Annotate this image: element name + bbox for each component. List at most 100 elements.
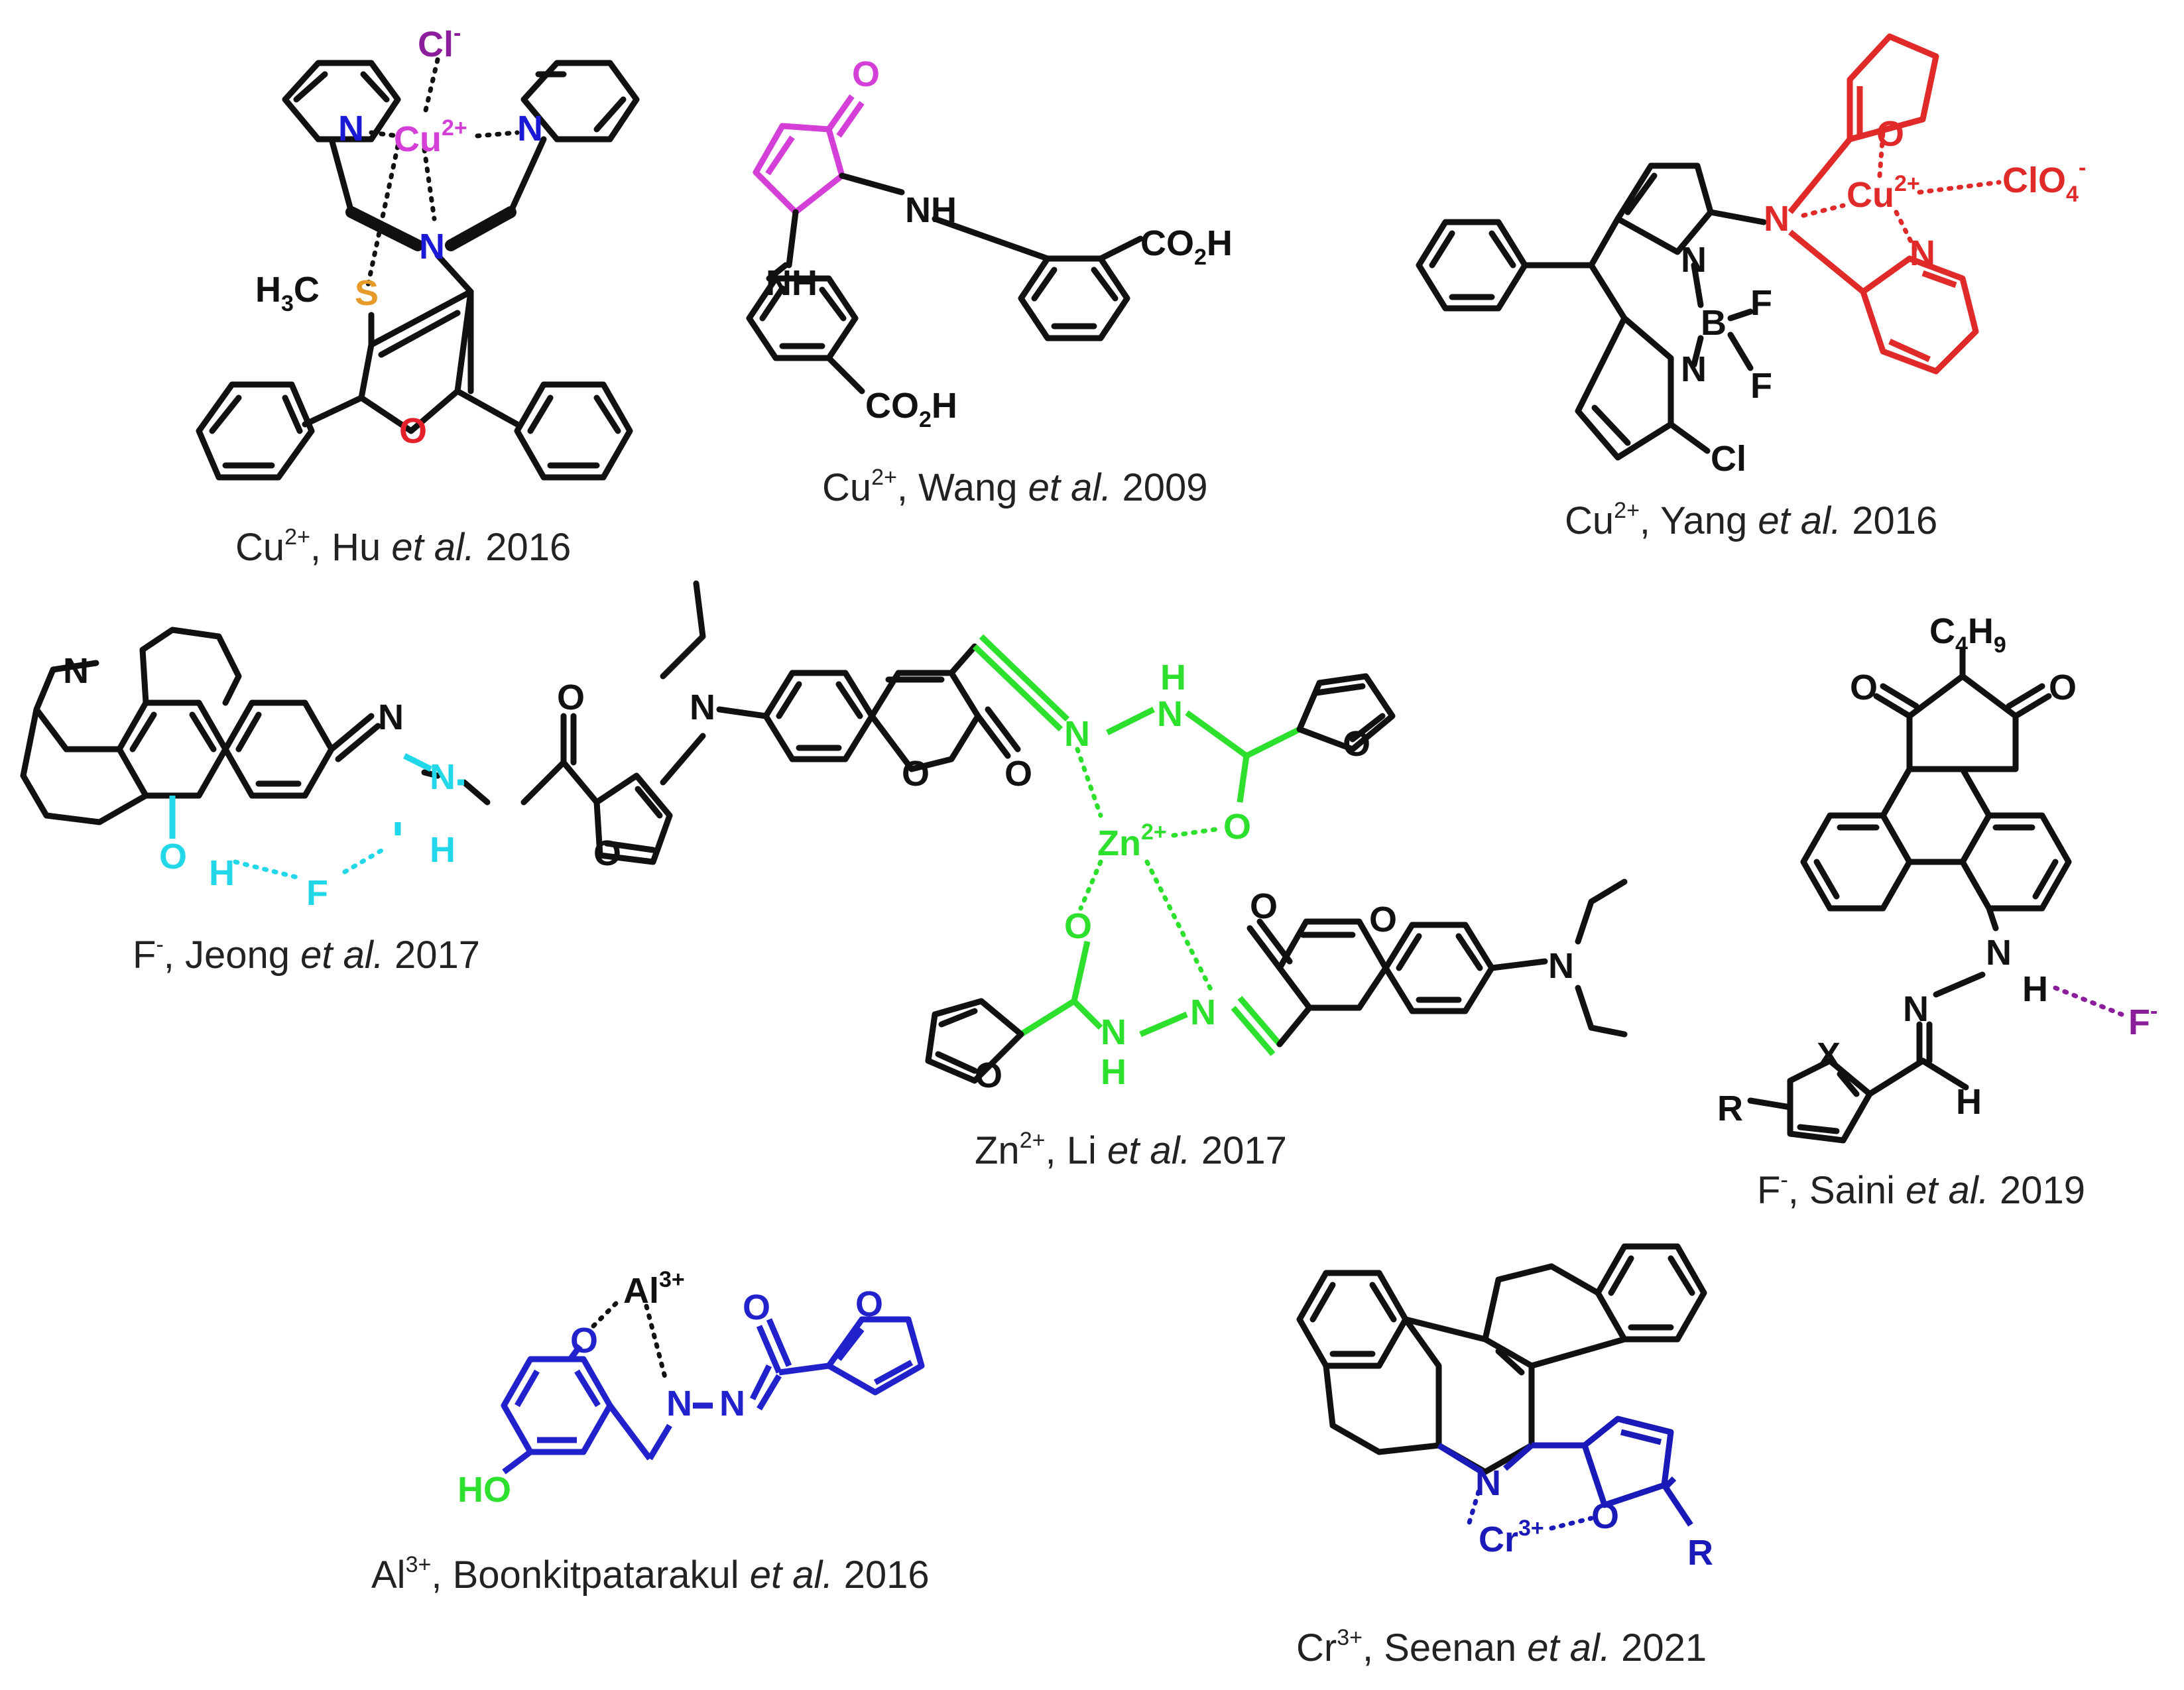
caption-seenan: Cr3+, Seenan et al. 2021 [1296, 1625, 1707, 1669]
li-lactone-o-bottom: O [1369, 900, 1397, 939]
saini-heteroatom-x: X [1817, 1036, 1841, 1075]
caption-li: Zn2+, Li et al. 2017 [975, 1128, 1287, 1172]
saini-butyl: C4H9 [1929, 611, 2006, 658]
jeong-amide-h: H [430, 830, 455, 870]
boonkit-coordination-bonds [591, 1297, 669, 1385]
wang-nh-left: NH [766, 263, 818, 303]
seenan-atoms: N O Cr3+ R [1475, 1463, 1713, 1573]
saini-fluoride: F- [2128, 998, 2157, 1042]
li-amide-h-bottom: H [1101, 1052, 1126, 1092]
wang-bonds [746, 172, 1144, 394]
jeong-carbonyl-o: O [557, 678, 585, 717]
saini-hydrogen-bond [2053, 985, 2124, 1017]
seenan-furan-o: O [1591, 1496, 1619, 1536]
jeong-cyan-bonds [169, 753, 464, 839]
structure-hu: Cl- Cu2+ N N N H3C S O Cu2+, Hu et al. 2… [196, 21, 640, 569]
li-green-core [972, 634, 1302, 1056]
jeong-furan-o: O [593, 833, 621, 873]
yang-receptor [1788, 33, 1979, 375]
saini-ketone-o-right: O [2049, 668, 2077, 707]
yang-perchlorate: ClO4- [2002, 155, 2086, 207]
li-link-o-bottom: O [1064, 906, 1092, 946]
seenan-blue-bonds [1437, 1416, 1693, 1527]
boonkit-imine-n: N [719, 1384, 745, 1423]
structure-yang: N Cu2+ ClO4- O N N N B F F Cl Cu2+, Yang… [1416, 33, 2086, 542]
saini-r-group: R [1717, 1089, 1743, 1128]
li-furan-o-bottom: O [975, 1056, 1002, 1095]
hu-sulfur: S [355, 273, 379, 313]
li-furans [925, 673, 1396, 1084]
saini-amine-n: N [1986, 933, 2012, 973]
saini-bonds [1747, 646, 2072, 1144]
boonkit-carbonyl-o: O [743, 1288, 770, 1327]
seenan-coordination-bonds [1466, 1489, 1594, 1531]
structure-boonkitpatarakul: Al3+ O N N O O HO Al3+, Boonkitpatarakul… [371, 1267, 930, 1597]
yang-fluorine-top: F [1750, 283, 1772, 323]
boonkit-bonds [501, 1316, 925, 1475]
wang-co2h-bottom: CO2H [865, 386, 957, 432]
wang-ketone-o: O [852, 54, 880, 94]
jeong-fluoride: F [306, 873, 328, 913]
hu-bonds [196, 60, 640, 481]
hu-pyridine-n-right: N [517, 109, 543, 149]
jeong-amide-n: N [430, 757, 455, 797]
li-coumarin-bottom [1246, 878, 1628, 1048]
boonkit-atoms: Al3+ O N N O O HO [457, 1267, 883, 1510]
structure-wang: O NH NH CO2H CO2H Cu2+, Wang et al. 2009 [746, 54, 1233, 509]
structure-li: N O O N N H O O Zn2+ O O N H N O O N Zn2… [660, 580, 1628, 1172]
yang-chlorine: Cl [1711, 439, 1746, 479]
hu-atoms: Cl- Cu2+ N N N H3C S O [255, 21, 543, 451]
caption-boonkitpatarakul: Al3+, Boonkitpatarakul et al. 2016 [371, 1552, 930, 1597]
saini-atoms: C4H9 O O N H F- N X R H [1717, 611, 2157, 1128]
yang-atoms: N Cu2+ ClO4- O N N N B F F Cl [1681, 114, 2086, 479]
hu-pyridine-n-left: N [338, 109, 364, 149]
caption-yang: Cu2+, Yang et al. 2016 [1565, 498, 1937, 542]
boonkit-furan-o: O [855, 1284, 883, 1324]
li-furan-o-top: O [1343, 724, 1370, 764]
hu-furan-o: O [399, 411, 427, 451]
boonkit-amine-n: N [666, 1384, 692, 1423]
li-coumarin-top [660, 580, 1021, 786]
hu-methyl: H3C [255, 270, 320, 316]
yang-fluorine-bottom: F [1750, 366, 1772, 406]
jeong-bonds [20, 627, 673, 865]
li-carbonyl-o-top: O [1004, 754, 1032, 794]
caption-wang: Cu2+, Wang et al. 2009 [822, 465, 1208, 509]
seenan-pyridine-n: N [1475, 1463, 1501, 1503]
jeong-julolidine-n: N [63, 651, 89, 691]
yang-bonds [1416, 162, 1767, 461]
li-imine-n-top: N [1064, 714, 1090, 754]
jeong-phenol-h: H [209, 853, 235, 893]
saini-amine-h: H [2022, 969, 2048, 1009]
yang-copper: Cu2+ [1847, 171, 1920, 215]
caption-saini: F-, Saini et al. 2019 [1757, 1168, 2085, 1212]
structure-jeong: N N N H O O O H F F-, Jeong et al. 2017 [20, 627, 673, 977]
li-amide-n-bottom: N [1101, 1012, 1126, 1052]
li-amide-h-top: H [1160, 658, 1186, 697]
jeong-hydrogen-bonds [233, 846, 387, 881]
caption-jeong: F-, Jeong et al. 2017 [133, 932, 480, 977]
wang-co2h-top: CO2H [1140, 223, 1233, 270]
li-amine-n-right: N [1548, 946, 1574, 986]
saini-ketone-o-left: O [1850, 668, 1878, 707]
li-coordination-bonds [1075, 747, 1223, 997]
wang-atoms: O NH NH CO2H CO2H [766, 54, 1233, 432]
li-amine-n-left: N [690, 688, 715, 727]
yang-furan-o: O [1876, 114, 1904, 154]
li-link-o-top: O [1223, 807, 1251, 847]
yang-amine-n: N [1764, 199, 1790, 239]
wang-cyclopentenone [753, 94, 865, 215]
yang-bodipy-n-top: N [1681, 240, 1707, 280]
seenan-r-group: R [1687, 1533, 1713, 1573]
yang-coordination-bonds [1801, 130, 2002, 255]
boonkit-phenol-o: O [570, 1321, 598, 1360]
hu-chloride: Cl- [418, 21, 461, 64]
li-atoms: N O O N N H O O Zn2+ O O N H N O O N [690, 658, 1574, 1095]
jeong-phenol-o: O [159, 837, 187, 876]
saini-imine-n: N [1903, 989, 1929, 1029]
hu-amine-n: N [419, 227, 445, 267]
seenan-chromium: Cr3+ [1479, 1516, 1544, 1559]
li-lactone-o-top: O [902, 754, 930, 794]
seenan-bonds [1296, 1243, 1707, 1475]
